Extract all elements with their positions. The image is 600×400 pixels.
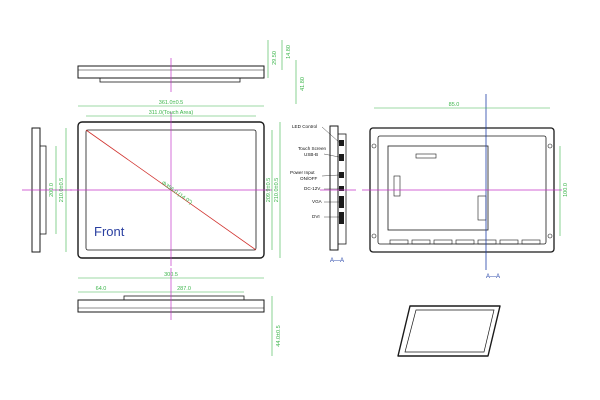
rear-vent-slot — [477, 239, 497, 245]
rear-vent-slot — [455, 239, 475, 245]
leader-usb — [323, 153, 340, 158]
rear-vesa-plate — [387, 145, 489, 231]
rear-vent-slot — [521, 239, 541, 245]
iso-outer — [397, 305, 501, 357]
rear-screw-hole — [547, 233, 553, 239]
label-led-control: LED Control — [292, 124, 317, 129]
left-dim-outer: 210.0±0.5 — [59, 178, 65, 202]
front-dim-height-outer: 210.0±0.5 — [274, 178, 280, 202]
label-on-off: ON/OFF — [300, 176, 318, 181]
rear-bracket-tab — [477, 195, 487, 221]
bottom-dim-middle: 287.0 — [177, 286, 191, 292]
rear-dim-height: 100.0 — [563, 183, 569, 197]
rear-dim-width: 85.0 — [449, 102, 460, 108]
label-touch-screen: Touch Screen — [298, 146, 327, 151]
iso-screen — [404, 309, 495, 353]
connector-vga — [339, 196, 344, 208]
left-dim-inner: 200.0 — [49, 183, 55, 197]
connector-led — [339, 140, 344, 146]
label-usb-b: USB-B — [304, 152, 318, 157]
connector-usb-b — [339, 154, 344, 161]
rear-label-slot — [415, 153, 437, 159]
connector-side-view: LED Control Touch Screen USB-B Power Inp… — [290, 124, 356, 264]
label-vga: VGA — [312, 199, 323, 204]
top-dim-c: 41.80 — [300, 77, 306, 91]
bottom-dim-left: 64.0 — [96, 286, 107, 292]
front-dim-active: 311.0(Touch Area) — [149, 110, 194, 116]
label-dvi: DVI — [312, 214, 320, 219]
top-dim-a: 29.50 — [272, 51, 278, 65]
side-section-label: A—A — [330, 258, 344, 264]
rear-vent-slot — [411, 239, 431, 245]
connector-dc-12v — [339, 186, 344, 191]
rear-vent-slot — [433, 239, 453, 245]
top-view: 29.50 14.80 41.80 — [77, 40, 306, 104]
rear-bracket-tab — [393, 175, 401, 197]
rear-vent-slot — [499, 239, 519, 245]
bottom-view: 300.5 64.0 287.0 44.0±0.5 — [77, 268, 282, 356]
side-body — [329, 125, 339, 251]
leader-led — [321, 126, 341, 144]
front-label: Front — [94, 224, 125, 239]
connector-power-switch — [339, 172, 344, 178]
rear-section-label: A—A — [486, 274, 500, 280]
rear-screw-hole — [547, 143, 553, 149]
rear-vent-slot — [389, 239, 409, 245]
connector-dvi — [339, 212, 344, 224]
isometric-view — [397, 305, 501, 357]
top-view-mount — [99, 77, 241, 83]
rear-screw-hole — [371, 233, 377, 239]
rear-view: 85.0 100.0 A—A — [362, 94, 569, 280]
front-diagonal — [85, 129, 257, 251]
bottom-view-ports — [123, 295, 245, 301]
front-dim-overall: 361.0±0.5 — [159, 100, 183, 106]
label-power-input: Power Input — [290, 170, 315, 175]
bottom-dim-height: 44.0±0.5 — [276, 325, 282, 346]
left-side-view: 200.0 210.0±0.5 — [22, 127, 72, 253]
top-dim-b: 14.80 — [286, 45, 292, 59]
label-dc-12v: DC-12V — [304, 186, 321, 191]
rear-screw-hole — [371, 143, 377, 149]
leader-power — [321, 174, 340, 177]
front-dim-diagonal: Φ356.0 (14 0") — [160, 180, 193, 206]
front-view: 361.0±0.5 311.0(Touch Area) Φ356.0 (14 0… — [70, 100, 281, 266]
front-dim-height-active: 209.9±0.5 — [266, 178, 272, 202]
